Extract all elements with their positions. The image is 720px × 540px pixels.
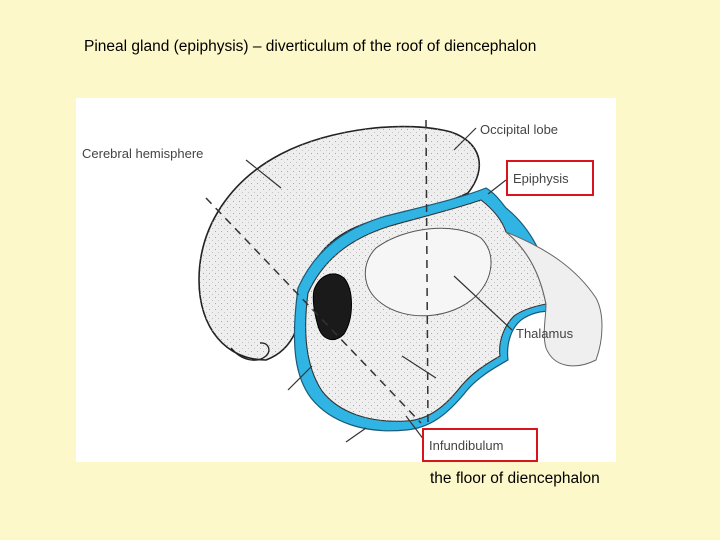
brainstem-region — [505, 231, 603, 367]
leader-infundibulum — [405, 415, 425, 441]
leader-thalamus — [453, 275, 513, 331]
leader-hypothalamus — [401, 355, 437, 379]
label-epiphysis: Epiphysis — [513, 170, 569, 186]
label-thalamus: Thalamus — [516, 326, 574, 341]
dashed-line-oblique — [205, 197, 422, 424]
brain-diagram: Cerebral hemisphere Occipital lobe Epiph… — [76, 98, 616, 462]
label-occipital-lobe: Occipital lobe — [480, 122, 559, 137]
brain-illustration — [198, 119, 603, 443]
leader-cerebral-hemisphere — [245, 159, 282, 189]
caption-floor-diencephalon: the floor of diencephalon — [430, 470, 600, 487]
label-infundibulum: Infundibulum — [429, 437, 504, 453]
frontal-curl — [230, 342, 270, 361]
slide-title: Pineal gland (epiphysis) – diverticulum … — [84, 38, 537, 55]
label-epiphysis-box: Epiphysis — [506, 160, 594, 196]
leader-ventricle-bottom — [345, 427, 367, 443]
leader-epiphysis — [487, 179, 507, 195]
dashed-line-vertical — [425, 119, 429, 429]
interventricular-foramen — [312, 273, 352, 341]
label-cerebral-hemisphere: Cerebral hemisphere — [82, 146, 204, 161]
leader-occipital-lobe — [453, 127, 477, 151]
label-infundibulum-box: Infundibulum — [422, 428, 538, 462]
leader-ventricle-lower — [287, 365, 313, 391]
